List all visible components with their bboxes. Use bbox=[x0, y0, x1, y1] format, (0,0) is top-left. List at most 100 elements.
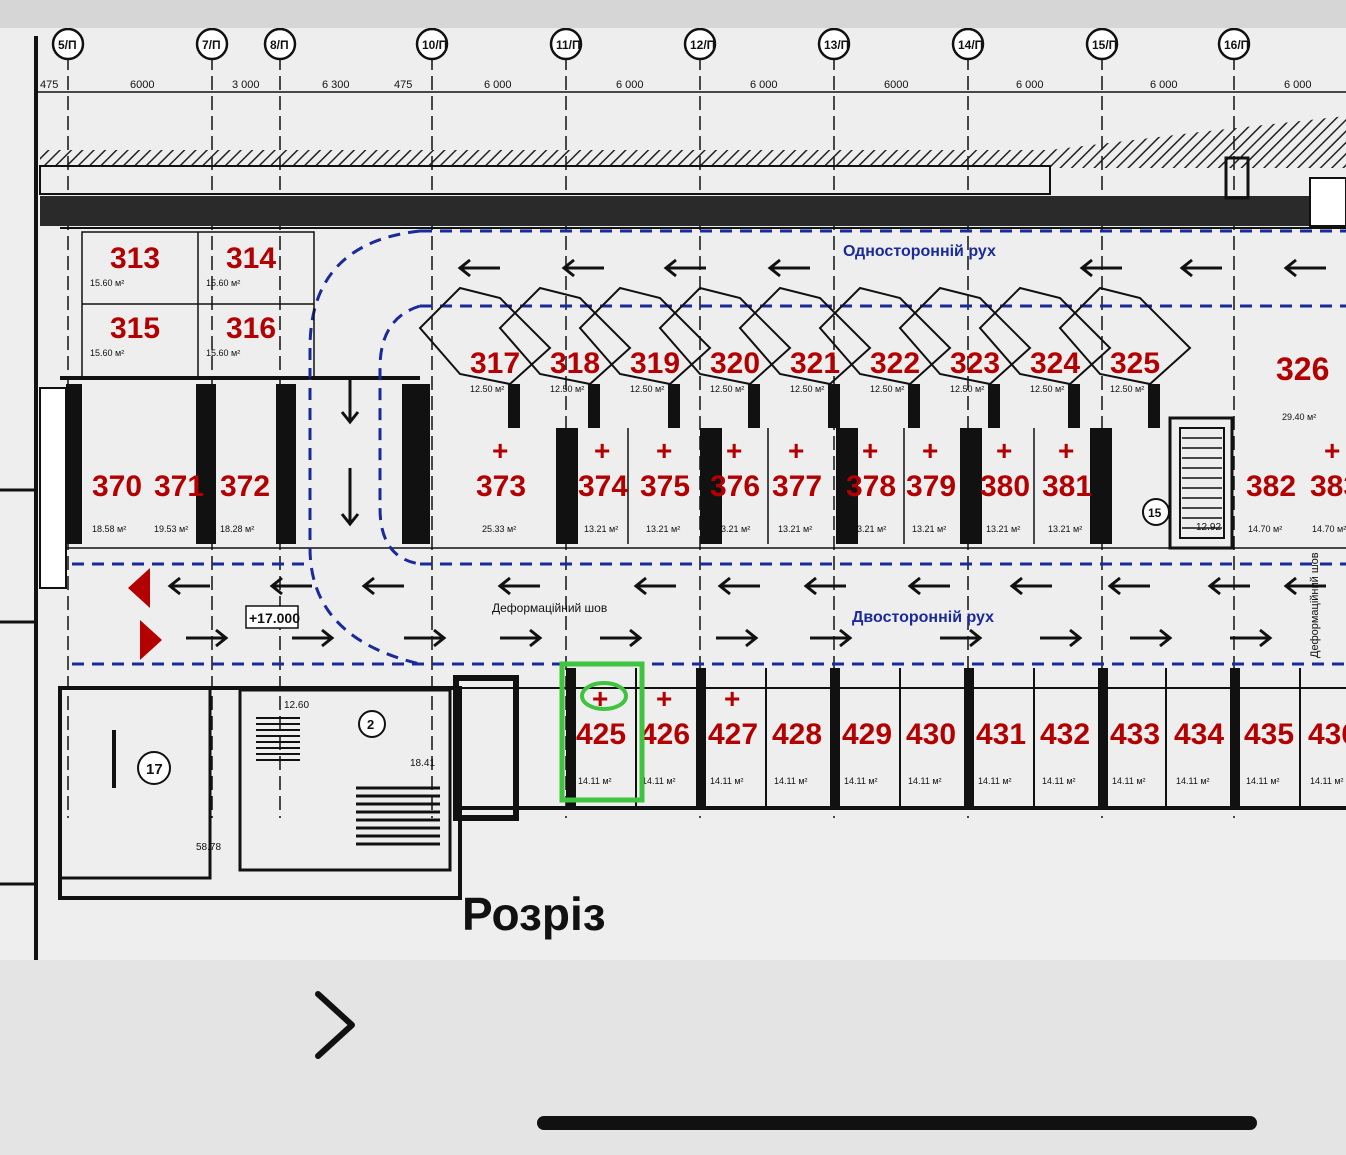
dimension-label: 6 000 bbox=[484, 79, 512, 91]
arrow-right-icon bbox=[839, 628, 853, 648]
grid-axis-label: 15/П bbox=[1092, 38, 1117, 52]
stair-tag-circle bbox=[358, 710, 386, 738]
spot-area: 12.50 м² bbox=[710, 384, 744, 394]
plus-icon: + bbox=[656, 683, 672, 714]
spot-number: 432 bbox=[1040, 718, 1090, 751]
spot-number: 326 bbox=[1276, 351, 1329, 387]
stair-tag-2: 2 bbox=[367, 717, 374, 732]
grid-axis-bubble bbox=[1085, 28, 1119, 61]
room-area: 18.41 bbox=[410, 758, 435, 769]
arrow-left-icon bbox=[1107, 576, 1121, 596]
arrow-left-icon bbox=[803, 576, 817, 596]
spot-area: 13.21 м² bbox=[646, 524, 680, 534]
spot-area: 18.58 м² bbox=[92, 524, 126, 534]
arrow-left-icon bbox=[1009, 576, 1023, 596]
grid-axis-bubble bbox=[951, 28, 985, 61]
spot-number: 426 bbox=[640, 718, 690, 751]
arrow-left-icon bbox=[1207, 576, 1221, 596]
spot-number: 427 bbox=[708, 718, 758, 751]
spot-area: 15.60 м² bbox=[90, 348, 124, 358]
spot-number: 433 bbox=[1110, 718, 1160, 751]
spot-number: 317 bbox=[470, 347, 520, 380]
spot-number: 428 bbox=[772, 718, 822, 751]
next-button[interactable] bbox=[300, 985, 370, 1065]
arrow-down-icon bbox=[340, 411, 360, 425]
dimension-label: 475 bbox=[394, 79, 412, 91]
highlight-circle-425 bbox=[580, 681, 628, 711]
spot-number: 377 bbox=[772, 470, 822, 503]
grid-axis-label: 13/П bbox=[824, 38, 849, 52]
spot-number: 381 bbox=[1042, 470, 1092, 503]
arrow-right-icon bbox=[321, 628, 335, 648]
plus-icon: + bbox=[1324, 435, 1340, 466]
spot-number: 313 bbox=[110, 242, 160, 275]
arrow-right-icon bbox=[969, 628, 983, 648]
arrow-right-icon bbox=[433, 628, 447, 648]
wall-hatch bbox=[40, 150, 1050, 166]
expansion-joint-label: Деформаційний шов bbox=[492, 601, 607, 615]
grid-axis-bubble bbox=[549, 28, 583, 61]
arrow-down-icon bbox=[340, 513, 360, 527]
grid-axis-bubble bbox=[415, 28, 449, 61]
arrow-right-icon bbox=[1159, 628, 1173, 648]
spot-number: 322 bbox=[870, 347, 920, 380]
spot-number: 376 bbox=[710, 470, 760, 503]
arrow-left-icon bbox=[269, 576, 283, 596]
arrow-right-icon bbox=[529, 628, 543, 648]
arrow-left-icon bbox=[1283, 576, 1297, 596]
dimension-label: 6 000 bbox=[750, 79, 778, 91]
dimension-label: 6000 bbox=[884, 79, 908, 91]
spot-area: 13.21 м² bbox=[716, 524, 750, 534]
spot-area: 14.11 м² bbox=[1310, 776, 1344, 786]
arrow-right-icon bbox=[1069, 628, 1083, 648]
dimension-label: 6 300 bbox=[322, 79, 350, 91]
home-indicator[interactable] bbox=[537, 1116, 1257, 1130]
plus-icon: + bbox=[726, 435, 742, 466]
one-way-label: Односторонній рух bbox=[843, 243, 996, 260]
dimension-label: 6 000 bbox=[1016, 79, 1044, 91]
arrow-left-icon bbox=[561, 258, 575, 278]
arrow-left-icon bbox=[167, 576, 181, 596]
plus-icon: + bbox=[996, 435, 1012, 466]
spot-area: 15.60 м² bbox=[206, 348, 240, 358]
grid-axis-bubble bbox=[51, 28, 85, 61]
level-mark: +17.000 bbox=[249, 610, 300, 626]
grid-axis-bubble bbox=[263, 28, 297, 61]
spot-number: 434 bbox=[1174, 718, 1224, 751]
stair-tag-circle bbox=[137, 751, 171, 785]
grid-axis-label: 14/П bbox=[958, 38, 983, 52]
spot-number: 430 bbox=[906, 718, 956, 751]
spot-number: 425 bbox=[576, 718, 626, 751]
grid-axis-bubble bbox=[683, 28, 717, 61]
arrow-left-icon bbox=[633, 576, 647, 596]
stair-tag-15: 15 bbox=[1148, 506, 1162, 520]
spot-area: 14.70 м² bbox=[1248, 524, 1282, 534]
spot-area: 14.11 м² bbox=[1176, 776, 1210, 786]
grid-axis-bubble bbox=[195, 28, 229, 61]
spot-area: 29.40 м² bbox=[1282, 412, 1316, 422]
grid-axis-label: 12/П bbox=[690, 38, 715, 52]
spot-area: 19.53 м² bbox=[154, 524, 188, 534]
spot-area: 13.21 м² bbox=[986, 524, 1020, 534]
spot-area: 12.50 м² bbox=[870, 384, 904, 394]
spot-number: 431 bbox=[976, 718, 1026, 751]
arrow-right-icon bbox=[215, 628, 229, 648]
spot-area: 14.11 м² bbox=[844, 776, 878, 786]
arrow-left-icon bbox=[1079, 258, 1093, 278]
red-arrow-left-icon bbox=[128, 568, 150, 608]
grid-axis-label: 5/П bbox=[58, 38, 77, 52]
grid-axis-label: 11/П bbox=[556, 38, 581, 52]
spot-number: 370 bbox=[92, 470, 142, 503]
spot-number: 319 bbox=[630, 347, 680, 380]
spot-area: 14.11 м² bbox=[908, 776, 942, 786]
dimension-label: 6 000 bbox=[1284, 79, 1312, 91]
spot-number: 318 bbox=[550, 347, 600, 380]
spot-area: 13.21 м² bbox=[1048, 524, 1082, 534]
arrow-left-icon bbox=[1179, 258, 1193, 278]
viewer-top-bar bbox=[0, 0, 1346, 28]
spot-area: 12.50 м² bbox=[950, 384, 984, 394]
spot-area: 14.11 м² bbox=[1246, 776, 1280, 786]
dimension-label: 6000 bbox=[130, 79, 154, 91]
arrow-right-icon bbox=[745, 628, 759, 648]
